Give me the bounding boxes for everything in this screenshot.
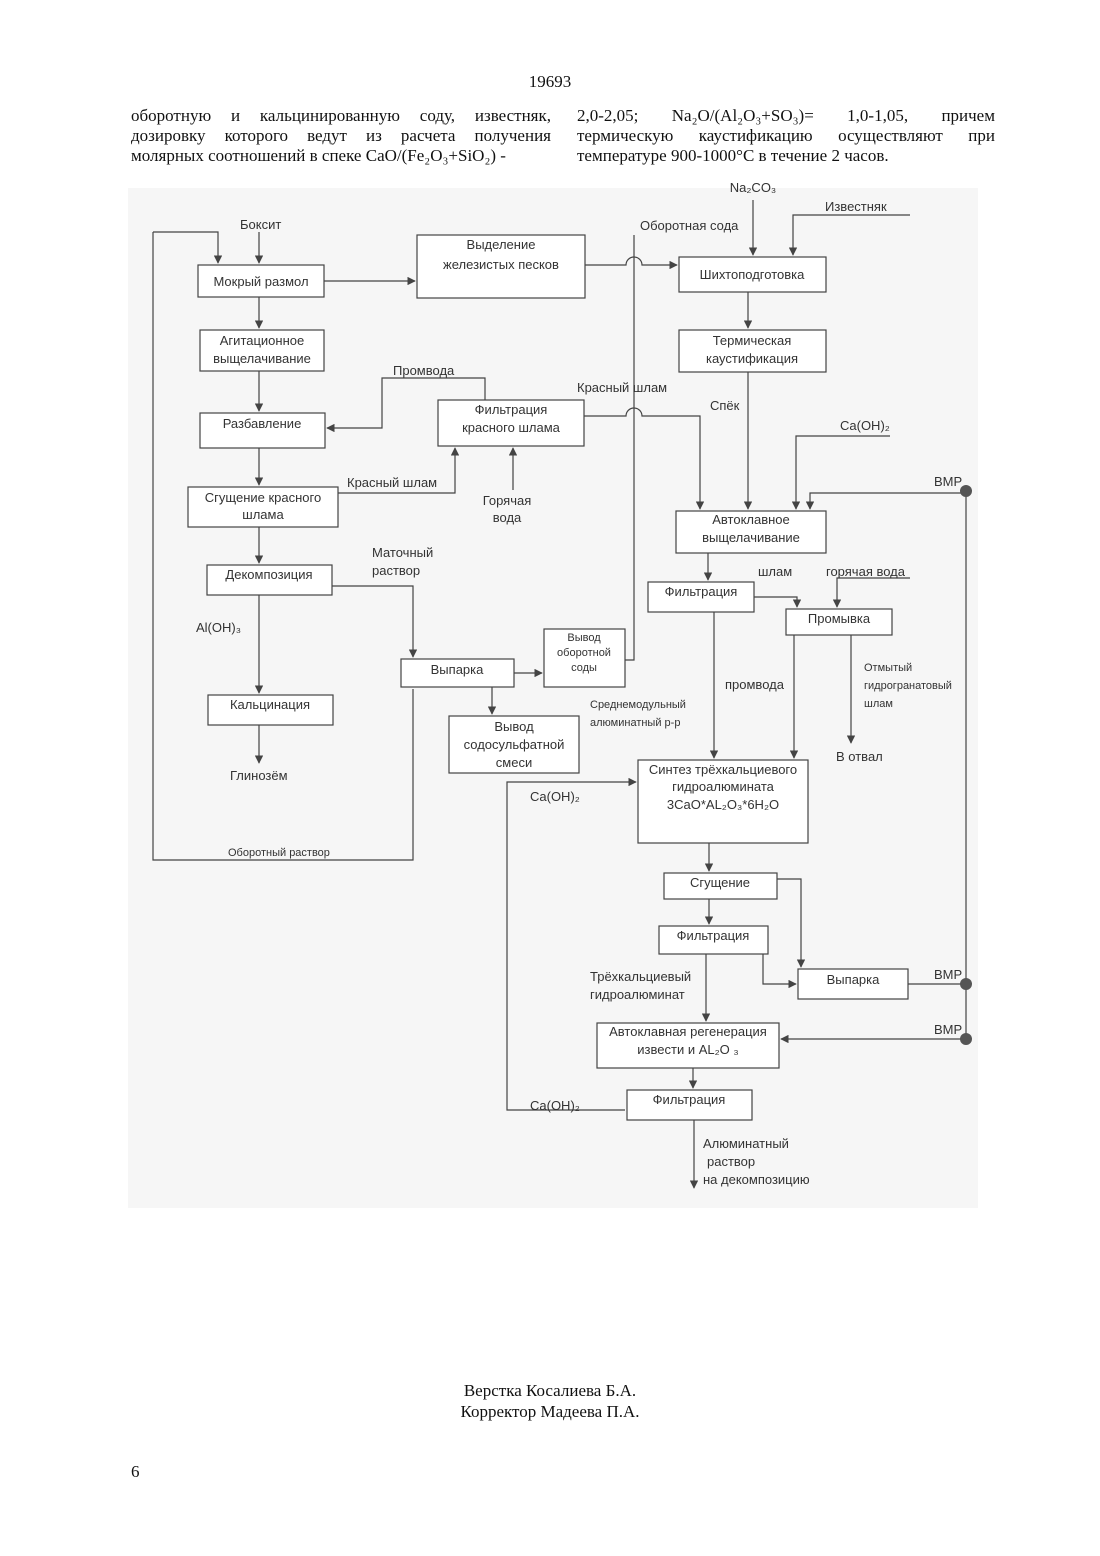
credit-layout: Верстка Косалиева Б.А.	[0, 1380, 1100, 1401]
label-evaporation-2: Выпарка	[827, 972, 880, 987]
label-thermal-caust-2: каустификация	[706, 351, 798, 366]
patent-number: 19693	[0, 72, 1100, 92]
label-sulfate-output-3: смеси	[496, 755, 532, 770]
label-alumina: Глинозём	[230, 768, 288, 783]
label-red-mud-filtration-1: Фильтрация	[475, 402, 548, 417]
label-vmr-3: ВМР	[934, 1022, 962, 1037]
credits: Верстка Косалиева Б.А. Корректор Мадеева…	[0, 1380, 1100, 1422]
label-aluminate-out-2: раствор	[707, 1154, 755, 1169]
label-medium-modulus-2: алюминатный р-р	[590, 717, 680, 729]
label-red-mud-filtration-2: красного шлама	[462, 420, 561, 435]
text-column-right: 2,0-2,05; Na₂O/(Al₂O₃+SO₃)= 1,0-1,05, пр…	[577, 106, 995, 166]
label-hot-water-1: Горячая	[483, 493, 532, 508]
label-thickening-2: Сгущение	[690, 875, 750, 890]
label-hot-water-2: вода	[493, 510, 522, 525]
label-soda-output-3: соды	[571, 662, 597, 674]
label-thickening-2: шлама	[242, 507, 284, 522]
label-tricalcium-2: гидроалюминат	[590, 987, 685, 1002]
label-synthesis-3: 3CaO*AL₂O₃*6H₂O	[667, 797, 779, 812]
text-column-left: оборотную и кальцинированную соду, извес…	[131, 106, 551, 166]
label-mother-liquor-1: Маточный	[372, 545, 433, 560]
label-hot-water-3: горячая вода	[826, 564, 906, 579]
input-recycle-soda: Оборотная сода	[640, 218, 739, 233]
label-sulfate-output-2: содосульфатной	[464, 737, 565, 752]
label-thermal-caust-1: Термическая	[713, 333, 792, 348]
label-autoclave-1: Автоклавное	[712, 512, 790, 527]
label-autoclave-2: выщелачивание	[702, 530, 800, 545]
label-evaporation-1: Выпарка	[431, 662, 484, 677]
label-sinter: Спёк	[710, 398, 740, 413]
label-to-dump: В отвал	[836, 749, 883, 764]
label-aluminate-out-3: на декомпозицию	[703, 1172, 810, 1187]
label-wash-water-2: промвода	[725, 677, 785, 692]
label-agitation-2: выщелачивание	[213, 351, 311, 366]
label-washed-sludge-3: шлам	[864, 698, 893, 710]
label-filtration-2: Фильтрация	[677, 928, 750, 943]
label-tricalcium-1: Трёхкальциевый	[590, 969, 691, 984]
credit-corrector: Корректор Мадеева П.А.	[0, 1401, 1100, 1422]
label-iron-sands-2: железистых песков	[443, 257, 559, 272]
label-filtration-3: Фильтрация	[653, 1092, 726, 1107]
label-washed-sludge-1: Отмытый	[864, 662, 912, 674]
paragraph-left: оборотную и кальцинированную соду, извес…	[131, 106, 551, 166]
label-recycle-solution: Оборотный раствор	[228, 847, 330, 859]
input-caoh2-mid: Ca(OH)₂	[530, 789, 580, 804]
input-caoh2-top: Ca(OH)₂	[840, 418, 890, 433]
label-decomposition: Декомпозиция	[225, 567, 312, 582]
label-mother-liquor-2: раствор	[372, 563, 420, 578]
label-regeneration-1: Автоклавная регенерация	[609, 1024, 767, 1039]
label-synthesis-2: гидроалюмината	[672, 779, 775, 794]
label-filtration-1: Фильтрация	[665, 584, 738, 599]
label-soda-output-1: Вывод	[567, 632, 601, 644]
label-sulfate-output-1: Вывод	[494, 719, 534, 734]
label-washed-sludge-2: гидрогранатовый	[864, 680, 952, 692]
label-aluminate-out-1: Алюминатный	[703, 1136, 789, 1151]
label-vmr-1: ВМР	[934, 474, 962, 489]
label-sludge: шлам	[758, 564, 792, 579]
label-vmr-2: ВМР	[934, 967, 962, 982]
label-charge-prep: Шихтоподготовка	[700, 267, 805, 282]
label-thickening-1: Сгущение красного	[205, 490, 321, 505]
label-soda-output-2: оборотной	[557, 647, 611, 659]
input-caoh2-bot: Ca(OH)₂	[530, 1098, 580, 1113]
label-medium-modulus-1: Среднемодульный	[590, 699, 686, 711]
process-flow-diagram: Мокрый размол Выделение железистых песко…	[120, 180, 1000, 1210]
label-aloh3: Al(OH)₃	[196, 620, 241, 635]
label-regeneration-2: извести и AL₂O ₃	[637, 1042, 738, 1057]
label-wet-grinding: Мокрый размол	[213, 274, 308, 289]
input-limestone: Известняк	[825, 199, 887, 214]
label-red-mud-2: Красный шлам	[347, 475, 437, 490]
input-na2co3: Na₂CO₃	[730, 180, 776, 195]
label-synthesis-1: Синтез трёхкальциевого	[649, 762, 797, 777]
label-washing: Промывка	[808, 611, 871, 626]
label-agitation-1: Агитационное	[220, 333, 304, 348]
page-number: 6	[131, 1462, 140, 1482]
paragraph-right: 2,0-2,05; Na₂O/(Al₂O₃+SO₃)= 1,0-1,05, пр…	[577, 106, 995, 166]
label-dilution: Разбавление	[223, 416, 302, 431]
label-red-mud-1: Красный шлам	[577, 380, 667, 395]
label-wash-water: Промвода	[393, 363, 455, 378]
input-bauxite: Боксит	[240, 217, 281, 232]
label-calcination: Кальцинация	[230, 697, 310, 712]
label-iron-sands-1: Выделение	[467, 237, 536, 252]
